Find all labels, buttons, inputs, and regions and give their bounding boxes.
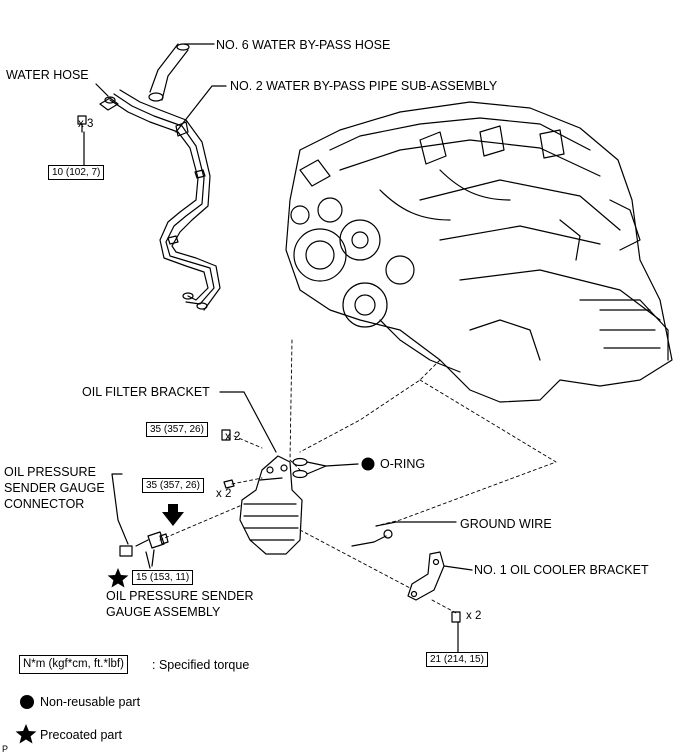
torque-bracket-lower: 35 (357, 26) bbox=[142, 478, 204, 493]
qty-cooler-bracket: x 2 bbox=[466, 610, 482, 622]
water-bypass-pipe-drawing bbox=[99, 89, 221, 311]
label-bypass-hose: NO. 6 WATER BY-PASS HOSE bbox=[216, 38, 391, 52]
non-reusable-mark-icon bbox=[361, 457, 375, 471]
precoated-star-icon bbox=[107, 568, 129, 588]
bypass-hose-drawing bbox=[148, 43, 190, 102]
sender-gauge-drawing bbox=[135, 531, 169, 567]
legend-star-icon bbox=[15, 724, 37, 744]
install-arrow-icon bbox=[162, 504, 184, 526]
label-oil-cooler-bracket: NO. 1 OIL COOLER BRACKET bbox=[474, 563, 649, 577]
torque-sender-gauge: 15 (153, 11) bbox=[132, 570, 194, 585]
qty-water-pipe: x 3 bbox=[78, 118, 94, 130]
label-sender-line1: OIL PRESSURE SENDER bbox=[106, 589, 254, 603]
water-pipe-bolt-drawing bbox=[77, 115, 87, 133]
label-connector-line2: SENDER GAUGE bbox=[4, 481, 105, 495]
sender-connector-drawing bbox=[111, 473, 133, 557]
oil-cooler-bracket-drawing bbox=[407, 551, 473, 601]
label-ground-wire: GROUND WIRE bbox=[460, 517, 552, 531]
torque-cooler-bracket: 21 (214, 15) bbox=[426, 652, 488, 667]
label-oring: O-RING bbox=[380, 457, 426, 471]
corner-mark: P bbox=[2, 744, 9, 754]
torque-bracket-upper: 35 (357, 26) bbox=[146, 422, 208, 437]
legend-torque-text: : Specified torque bbox=[152, 658, 250, 672]
label-sender-line2: GAUGE ASSEMBLY bbox=[106, 605, 221, 619]
legend-torque-box: N*m (kgf*cm, ft.*lbf) bbox=[19, 655, 128, 674]
oring-drawing bbox=[292, 457, 359, 479]
torque-water-pipe: 10 (102, 7) bbox=[48, 165, 105, 180]
label-bypass-pipe: NO. 2 WATER BY-PASS PIPE SUB-ASSEMBLY bbox=[230, 79, 498, 93]
bracket-bolt-upper-drawing bbox=[221, 429, 231, 441]
bracket-bolt-lower-drawing bbox=[223, 479, 235, 489]
label-connector-line3: CONNECTOR bbox=[4, 497, 85, 511]
oil-filter-bracket-drawing bbox=[239, 455, 303, 555]
cooler-bracket-bolt-drawing bbox=[451, 611, 461, 623]
label-connector-line1: OIL PRESSURE bbox=[4, 465, 96, 479]
label-oil-filter-bracket: OIL FILTER BRACKET bbox=[82, 385, 210, 399]
engine-drawing bbox=[285, 101, 673, 403]
legend-precoated-text: Precoated part bbox=[40, 728, 122, 742]
legend-nonreusable-text: Non-reusable part bbox=[40, 695, 141, 709]
qty-bracket-upper: x 2 bbox=[225, 431, 241, 443]
ground-wire-drawing bbox=[351, 521, 457, 547]
label-water-hose: WATER HOSE bbox=[6, 68, 89, 82]
legend-dot-icon bbox=[20, 695, 34, 709]
qty-bracket-lower: x 2 bbox=[216, 488, 232, 500]
